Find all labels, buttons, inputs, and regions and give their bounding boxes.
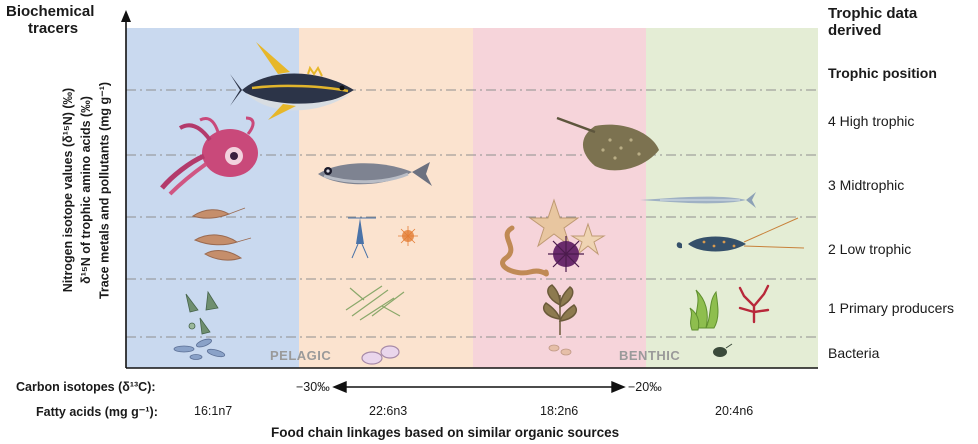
sea-urchin-icon — [548, 236, 584, 272]
level-primary-producers: 1 Primary producers — [828, 300, 954, 316]
bottom-title: Food chain linkages based on similar org… — [271, 425, 619, 440]
carbon-left-value: −30‰ — [296, 380, 330, 394]
right-title-line-2: derived — [828, 22, 917, 39]
left-title-line-1: Biochemical — [6, 3, 94, 20]
fatty-acids-label: Fatty acids (mg g⁻¹): — [36, 404, 158, 419]
y-axis-label-2: δ¹⁵N of trophic amino acids (‰) — [79, 40, 93, 340]
benthic-label: BENTHIC — [619, 348, 680, 363]
carbon-arrow — [334, 382, 624, 392]
right-title-line-1: Trophic data — [828, 5, 917, 22]
left-title: Biochemical tracers — [6, 3, 94, 37]
fatty-acid-pelagic-orange: 22:6n3 — [369, 404, 407, 418]
carbon-right-value: −20‰ — [628, 380, 662, 394]
level-midtrophic: 3 Midtrophic — [828, 177, 904, 193]
left-title-line-2: tracers — [6, 20, 94, 37]
fatty-acid-benthic-pink: 18:2n6 — [540, 404, 578, 418]
level-bacteria: Bacteria — [828, 345, 879, 361]
y-axis-arrow — [121, 10, 131, 22]
trophic-position-header: Trophic position — [828, 65, 937, 81]
right-title: Trophic data derived — [828, 5, 917, 39]
level-high-trophic: 4 High trophic — [828, 113, 914, 129]
carbon-isotopes-label: Carbon isotopes (δ¹³C): — [16, 380, 156, 394]
y-axis-label-3: Trace metals and pollutants (mg g⁻¹) — [97, 41, 112, 341]
level-low-trophic: 2 Low trophic — [828, 241, 911, 257]
y-axis-label-1: Nitrogen isotope values (δ¹⁵N) (‰) — [61, 40, 75, 340]
fatty-acid-pelagic-blue: 16:1n7 — [194, 404, 232, 418]
fatty-acid-benthic-green: 20:4n6 — [715, 404, 753, 418]
pelagic-label: PELAGIC — [270, 348, 331, 363]
